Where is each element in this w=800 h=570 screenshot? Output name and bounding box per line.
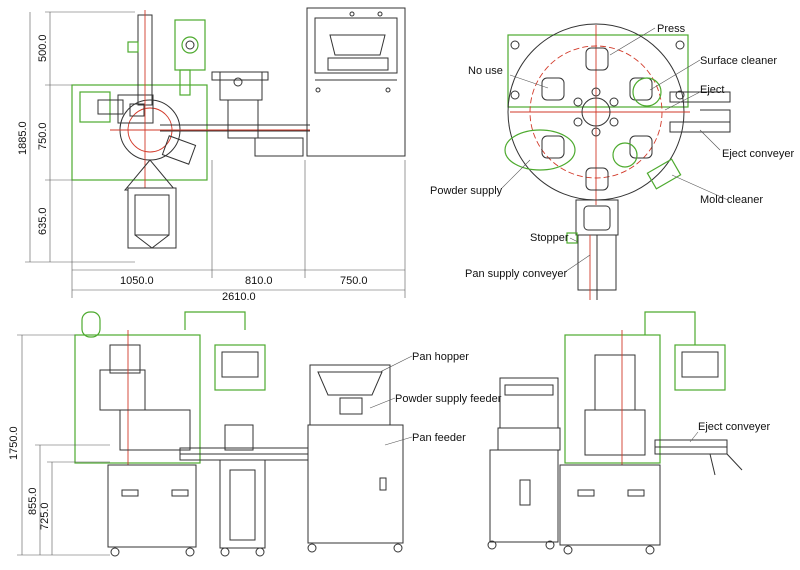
label-eject-conveyer-side: Eject conveyer — [698, 421, 770, 433]
label-powder-supply-feeder: Powder supply feeder — [395, 393, 502, 405]
plan-dim-750h: 750.0 — [340, 275, 368, 287]
plan-dim-2610: 2610.0 — [222, 291, 256, 303]
label-no-use: No use — [468, 65, 503, 77]
plan-view: 500.0 750.0 635.0 1885.0 1050.0 810.0 75… — [17, 7, 406, 303]
label-pan-supply-conveyer: Pan supply conveyer — [465, 268, 567, 280]
label-surface-cleaner: Surface cleaner — [700, 55, 777, 67]
rotary-detail: Press No use Surface cleaner Eject Eject… — [430, 23, 794, 300]
plan-dim-810: 810.0 — [245, 275, 273, 287]
elev-dim-725: 725.0 — [39, 502, 51, 530]
label-eject: Eject — [700, 84, 724, 96]
plan-dim-1050: 1050.0 — [120, 275, 154, 287]
plan-dim-635: 635.0 — [37, 207, 49, 235]
label-powder-supply: Powder supply — [430, 185, 503, 197]
label-press: Press — [657, 23, 686, 35]
front-elevation: 1750.0 855.0 725.0 Pan hopper Powder sup… — [8, 311, 502, 557]
elev-dim-1750: 1750.0 — [8, 426, 20, 460]
label-stopper: Stopper — [530, 232, 569, 244]
elev-dim-855: 855.0 — [27, 487, 39, 515]
side-elevation: Eject conveyer — [487, 311, 770, 555]
plan-dim-1885: 1885.0 — [17, 121, 29, 155]
plan-dim-750: 750.0 — [37, 122, 49, 150]
label-mold-cleaner: Mold cleaner — [700, 194, 763, 206]
label-pan-hopper: Pan hopper — [412, 351, 469, 363]
label-pan-feeder: Pan feeder — [412, 432, 466, 444]
label-eject-conveyer-top: Eject conveyer — [722, 148, 794, 160]
plan-dim-500: 500.0 — [37, 34, 49, 62]
